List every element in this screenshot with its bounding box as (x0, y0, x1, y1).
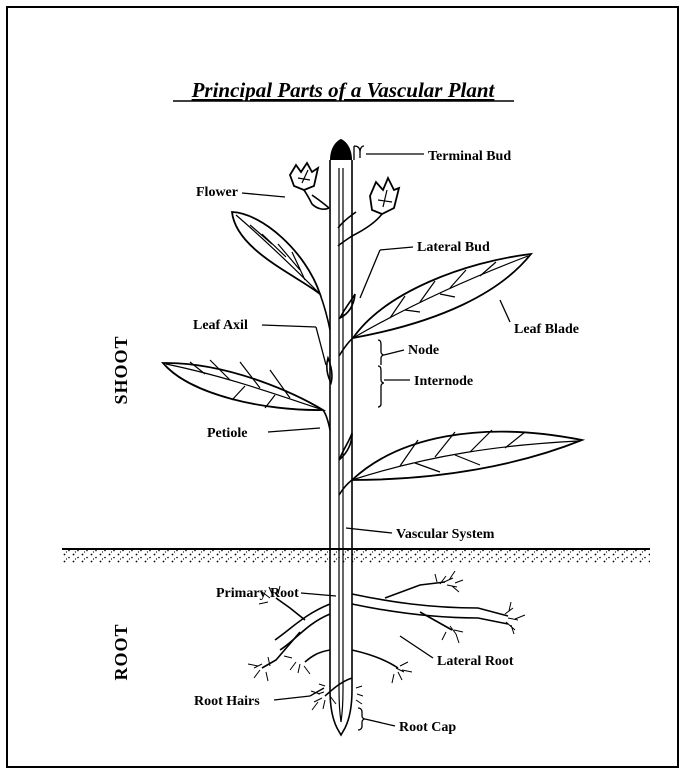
label-node: Node (408, 343, 439, 358)
label-flower: Flower (196, 185, 238, 200)
vascular-strand-right (341, 168, 343, 722)
lower-bud (339, 433, 352, 460)
label-primary-root: Primary Root (216, 586, 299, 601)
leaf-upper-right (353, 254, 531, 338)
diagram-title: Principal Parts of a Vascular Plant (191, 78, 496, 102)
label-vascular-system: Vascular System (396, 527, 495, 542)
label-root-cap: Root Cap (399, 720, 456, 735)
label-leaf-blade: Leaf Blade (514, 322, 579, 337)
petiole-upper-left (320, 294, 330, 330)
label-lateral-root: Lateral Root (437, 654, 514, 669)
leaf-lower-right (352, 430, 582, 480)
vascular-strand-left (339, 168, 341, 722)
petiole-lower-right (339, 480, 352, 495)
label-root-hairs: Root Hairs (194, 694, 260, 709)
leaf-upper-left (232, 212, 320, 294)
label-internode: Internode (414, 374, 473, 389)
label-terminal-bud: Terminal Bud (428, 149, 511, 164)
terminal-bud (330, 139, 352, 160)
flower-left (290, 163, 329, 209)
label-lateral-bud: Lateral Bud (417, 240, 490, 255)
petiole-upper-right (339, 338, 353, 356)
shoot-section-label: SHOOT (111, 335, 131, 404)
petiole-mid-left (323, 410, 330, 430)
leaf-mid-left (163, 360, 323, 410)
lateral-roots (262, 582, 508, 696)
label-petiole: Petiole (207, 426, 247, 441)
flower-right (338, 178, 399, 246)
soil-surface (62, 549, 650, 563)
root-section-label: ROOT (111, 623, 131, 680)
label-leaf-axil: Leaf Axil (193, 318, 248, 333)
